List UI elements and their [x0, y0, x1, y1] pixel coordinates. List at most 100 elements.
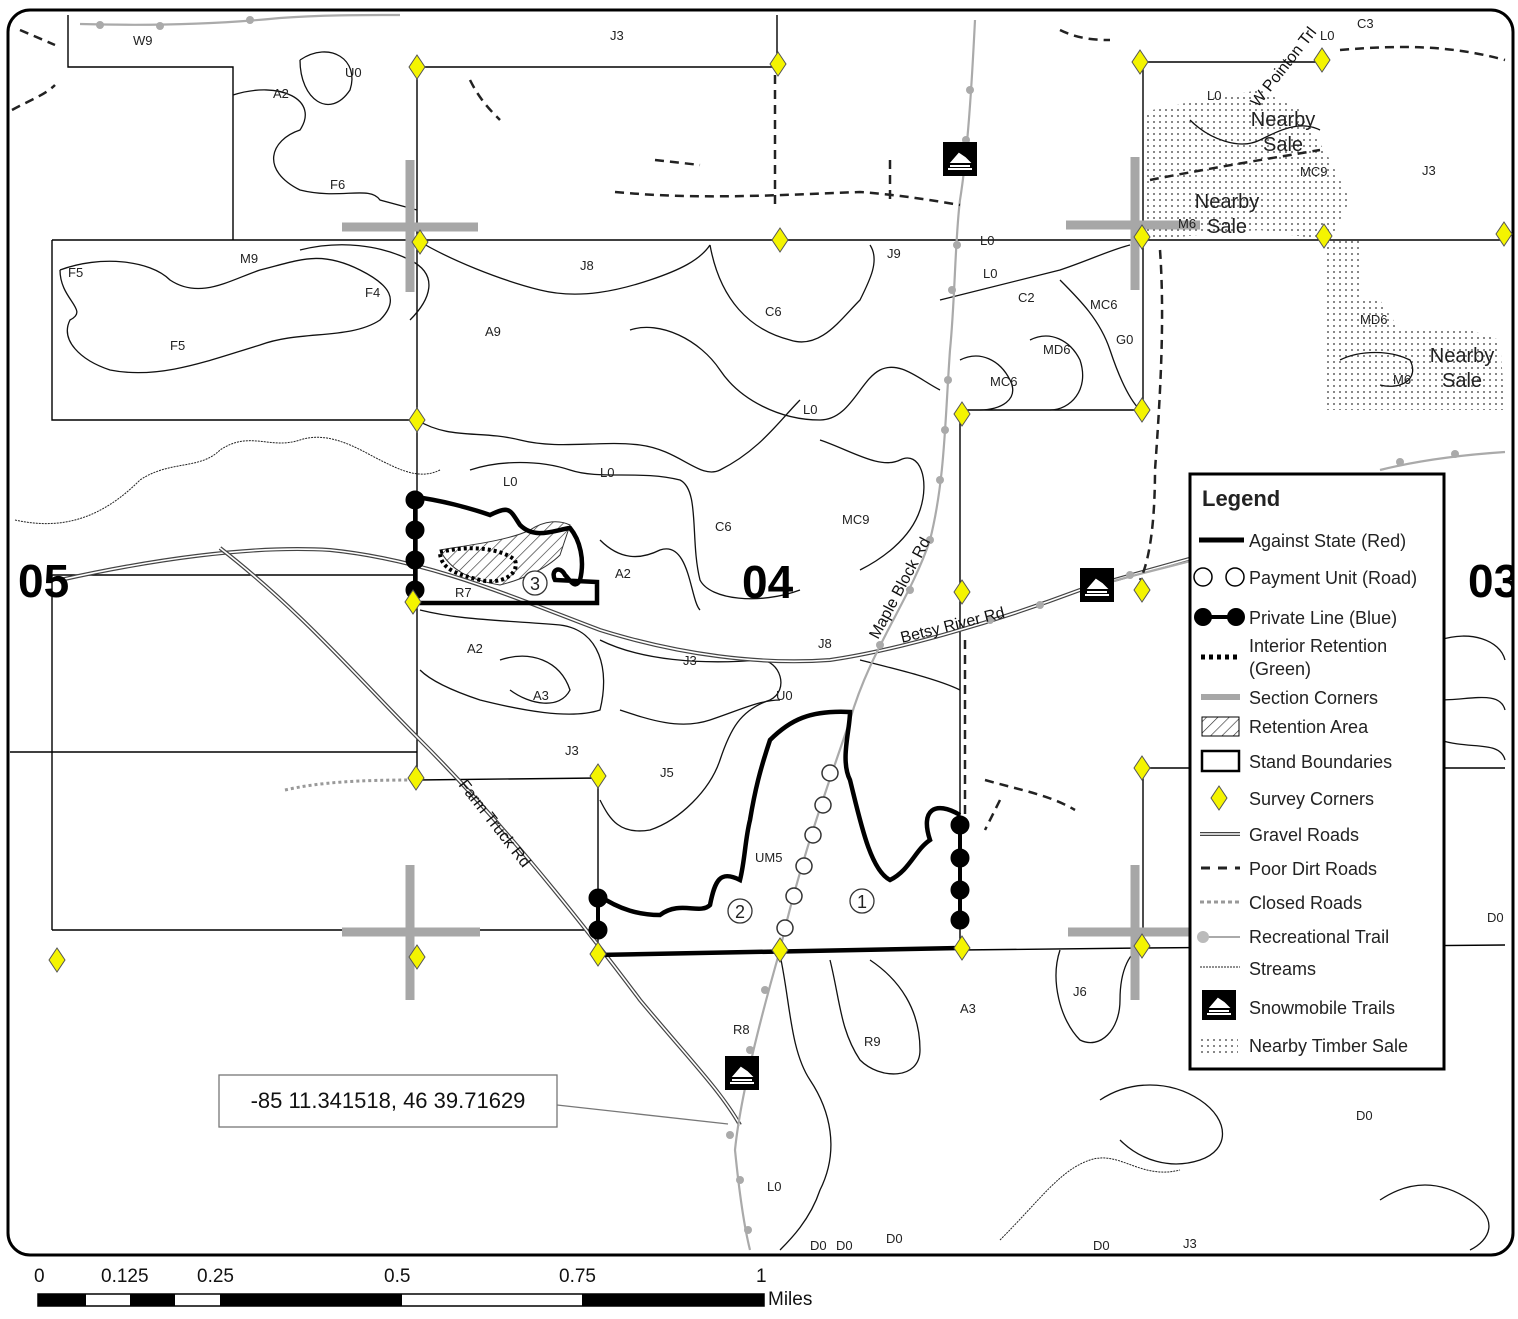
- svg-text:Section Corners: Section Corners: [1249, 688, 1378, 708]
- svg-text:J3: J3: [1183, 1236, 1197, 1251]
- svg-text:UM5: UM5: [755, 850, 782, 865]
- svg-text:M6: M6: [1178, 216, 1196, 231]
- scale-bar: 0 0.125 0.25 0.5 0.75 1 Miles: [34, 1266, 812, 1310]
- legend-title: Legend: [1202, 486, 1280, 511]
- svg-text:A2: A2: [467, 641, 483, 656]
- svg-text:L0: L0: [983, 266, 997, 281]
- svg-text:J3: J3: [610, 28, 624, 43]
- svg-text:MC6: MC6: [990, 374, 1017, 389]
- svg-text:Sale: Sale: [1207, 216, 1247, 238]
- svg-text:MD6: MD6: [1360, 312, 1387, 327]
- svg-text:Sale: Sale: [1442, 370, 1482, 392]
- svg-text:MC6: MC6: [1090, 297, 1117, 312]
- svg-text:Retention Area: Retention Area: [1249, 717, 1369, 737]
- coordinate-callout: -85 11.341518, 46 39.71629: [218, 1074, 729, 1128]
- svg-text:A2: A2: [273, 86, 289, 101]
- svg-text:W9: W9: [133, 33, 153, 48]
- svg-text:L0: L0: [803, 402, 817, 417]
- svg-text:Nearby: Nearby: [1195, 191, 1259, 213]
- svg-text:D0: D0: [1487, 910, 1504, 925]
- svg-text:D0: D0: [1093, 1238, 1110, 1253]
- snowmobile-icons: [725, 142, 1114, 1090]
- section-corners: [342, 157, 1200, 1000]
- svg-text:Recreational Trail: Recreational Trail: [1249, 927, 1389, 947]
- svg-text:M9: M9: [240, 251, 258, 266]
- svg-text:Survey Corners: Survey Corners: [1249, 789, 1374, 809]
- svg-text:Closed Roads: Closed Roads: [1249, 893, 1362, 913]
- stand-labels: W9 J3 U0 A2 F6 F5 M9 F4 F5 J8 A9 C6 J9 L…: [68, 16, 1504, 1253]
- svg-text:Against State (Red): Against State (Red): [1249, 531, 1406, 551]
- scale-unit: Miles: [768, 1289, 812, 1310]
- svg-text:D0: D0: [810, 1238, 827, 1253]
- svg-text:J3: J3: [683, 653, 697, 668]
- svg-text:F6: F6: [330, 177, 345, 192]
- svg-text:J6: J6: [1073, 984, 1087, 999]
- svg-text:Gravel Roads: Gravel Roads: [1249, 825, 1359, 845]
- unit-3-label: 3: [530, 574, 540, 594]
- svg-text:C6: C6: [765, 304, 782, 319]
- payment-unit-road: [776, 764, 839, 937]
- svg-text:U0: U0: [345, 65, 362, 80]
- unit-2-label: 2: [735, 902, 745, 922]
- legend-snowmobile-icon: [1202, 990, 1236, 1020]
- svg-text:M6: M6: [1393, 372, 1411, 387]
- svg-text:J8: J8: [818, 636, 832, 651]
- svg-text:R7: R7: [455, 585, 472, 600]
- svg-text:A3: A3: [960, 1001, 976, 1016]
- svg-text:MC9: MC9: [842, 512, 869, 527]
- section-04-label: 04: [742, 556, 794, 608]
- svg-text:C6: C6: [715, 519, 732, 534]
- svg-text:C2: C2: [1018, 290, 1035, 305]
- svg-text:L0: L0: [503, 474, 517, 489]
- svg-text:0.5: 0.5: [384, 1266, 410, 1287]
- svg-text:J9: J9: [887, 246, 901, 261]
- svg-text:A9: A9: [485, 324, 501, 339]
- gravel-roads: [59, 498, 1401, 1126]
- section-03-label: 03: [1468, 555, 1518, 607]
- svg-text:F5: F5: [170, 338, 185, 353]
- streams: [14, 436, 1181, 1241]
- svg-text:A2: A2: [615, 566, 631, 581]
- svg-text:L0: L0: [1207, 88, 1221, 103]
- svg-text:Nearby: Nearby: [1251, 109, 1315, 131]
- svg-text:Payment Unit (Road): Payment Unit (Road): [1249, 568, 1417, 588]
- svg-text:F4: F4: [365, 285, 380, 300]
- svg-text:MC9: MC9: [1300, 164, 1327, 179]
- svg-text:R8: R8: [733, 1022, 750, 1037]
- svg-text:Nearby Timber Sale: Nearby Timber Sale: [1249, 1036, 1408, 1056]
- recreational-trails: [79, 13, 1506, 1251]
- svg-text:Private Line (Blue): Private Line (Blue): [1249, 608, 1397, 628]
- svg-text:Interior Retention: Interior Retention: [1249, 636, 1387, 656]
- svg-text:J5: J5: [660, 765, 674, 780]
- svg-text:L0: L0: [1320, 28, 1334, 43]
- svg-text:Nearby: Nearby: [1430, 345, 1494, 367]
- svg-text:0.125: 0.125: [101, 1266, 149, 1287]
- svg-text:J8: J8: [580, 258, 594, 273]
- svg-text:Stand Boundaries: Stand Boundaries: [1249, 752, 1392, 772]
- svg-text:L0: L0: [980, 233, 994, 248]
- svg-text:D0: D0: [836, 1238, 853, 1253]
- poor-dirt-roads: [11, 28, 1506, 831]
- private-lines: [405, 490, 970, 940]
- svg-text:C3: C3: [1357, 16, 1374, 31]
- stand-boundaries: [59, 51, 1506, 1251]
- svg-text:L0: L0: [600, 465, 614, 480]
- svg-text:F5: F5: [68, 265, 83, 280]
- svg-text:A3: A3: [533, 688, 549, 703]
- svg-text:0.75: 0.75: [559, 1266, 596, 1287]
- svg-text:J3: J3: [1422, 163, 1436, 178]
- svg-text:Sale: Sale: [1263, 134, 1303, 156]
- unit-1-label: 1: [857, 892, 867, 912]
- svg-text:MD6: MD6: [1043, 342, 1070, 357]
- section-05-label: 05: [18, 555, 69, 607]
- svg-text:J3: J3: [565, 743, 579, 758]
- svg-text:Snowmobile Trails: Snowmobile Trails: [1249, 998, 1395, 1018]
- svg-text:G0: G0: [1116, 332, 1133, 347]
- legend: Legend Against State (Red) Payment Unit …: [1188, 472, 1446, 1071]
- closed-road: [284, 778, 416, 792]
- svg-text:R9: R9: [864, 1034, 881, 1049]
- svg-text:1: 1: [756, 1266, 767, 1287]
- svg-text:Streams: Streams: [1249, 959, 1316, 979]
- svg-text:0: 0: [34, 1266, 45, 1287]
